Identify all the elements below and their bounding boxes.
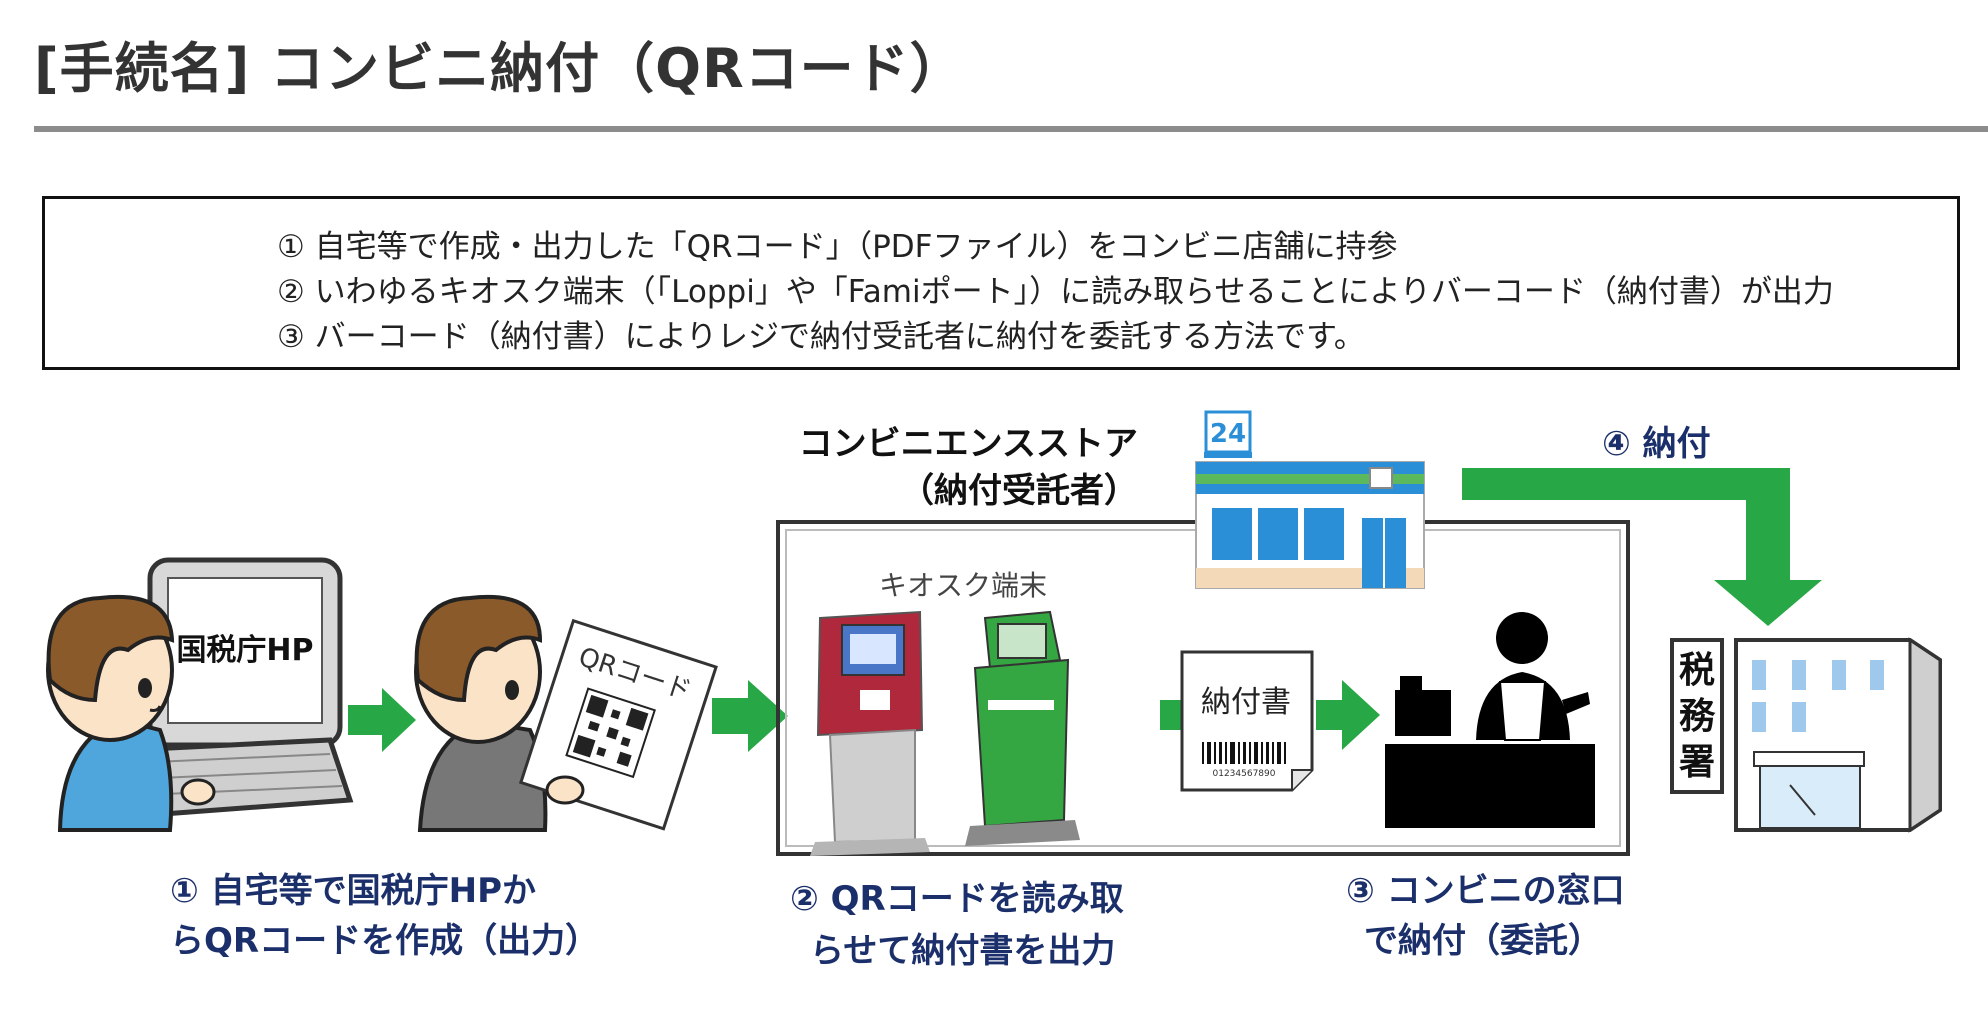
barcode-number: 01234567890	[1213, 769, 1276, 779]
store-title: コンビニエンスストア	[799, 424, 1138, 464]
caption-step3-line2: で納付（委託）	[1364, 921, 1602, 961]
convenience-store-icon: 24	[1195, 410, 1425, 589]
kiosk-terminal-label: キオスク端末	[879, 569, 1047, 602]
step-line-3: ③ バーコード（納付書）によりレジで納付受託者に納付を委託する方法です。	[277, 319, 1365, 355]
caption-step3-line1: ③ コンビニの窓口	[1346, 871, 1625, 911]
step-line-1: ① 自宅等で作成・出力した「QRコード」（PDFファイル）をコンビニ店舗に持参	[277, 229, 1398, 265]
flow-arrow-1	[348, 688, 416, 752]
flow-arrow-2	[712, 680, 788, 752]
register-clerk-icon	[1385, 612, 1595, 828]
caption-step1-line2: らQRコードを作成（出力）	[170, 921, 599, 961]
tax-office-sign-char-3: 署	[1679, 742, 1715, 783]
pay-label: ④ 納付	[1602, 424, 1711, 464]
store-24-sign	[1204, 410, 1252, 454]
flow-arrow-4	[1316, 680, 1380, 750]
page-title: [手続名] コンビニ納付（QRコード）	[34, 37, 965, 100]
steps-summary-box: ① 自宅等で作成・出力した「QRコード」（PDFファイル）をコンビニ店舗に持参 …	[42, 196, 1960, 370]
person-at-computer-illustration: 国税庁HP	[46, 557, 354, 832]
barcode-icon	[1202, 742, 1286, 764]
store-24-label: 24	[1210, 419, 1246, 449]
kiosk-terminal-green-icon	[965, 610, 1080, 846]
payment-slip-icon: 納付書 01234567890	[1180, 650, 1314, 792]
store-subtitle: （納付受託者）	[900, 471, 1138, 511]
title-divider	[34, 126, 1988, 132]
person-with-qr-illustration: QRコード	[414, 595, 718, 832]
pay-arrow	[1462, 468, 1822, 626]
step-line-2: ② いわゆるキオスク端末（「Loppi」や「Famiポート」）に読み取らせること…	[277, 274, 1834, 310]
monitor-label: 国税庁HP	[176, 633, 313, 668]
caption-step1-line1: ① 自宅等で国税庁HPか	[170, 871, 536, 911]
tax-office-sign-char-2: 務	[1679, 696, 1716, 737]
caption-step2-line1: ② QRコードを読み取	[790, 879, 1124, 919]
tax-office-sign	[1670, 638, 1724, 794]
caption-step2-line2: らせて納付書を出力	[810, 931, 1115, 971]
tax-office-sign-char-1: 税	[1679, 650, 1715, 691]
payment-slip-label: 納付書	[1201, 685, 1291, 720]
tax-office-icon: 税 務 署	[1670, 637, 1942, 833]
kiosk-terminal-red-icon	[810, 610, 930, 856]
qr-code-icon	[565, 687, 656, 779]
